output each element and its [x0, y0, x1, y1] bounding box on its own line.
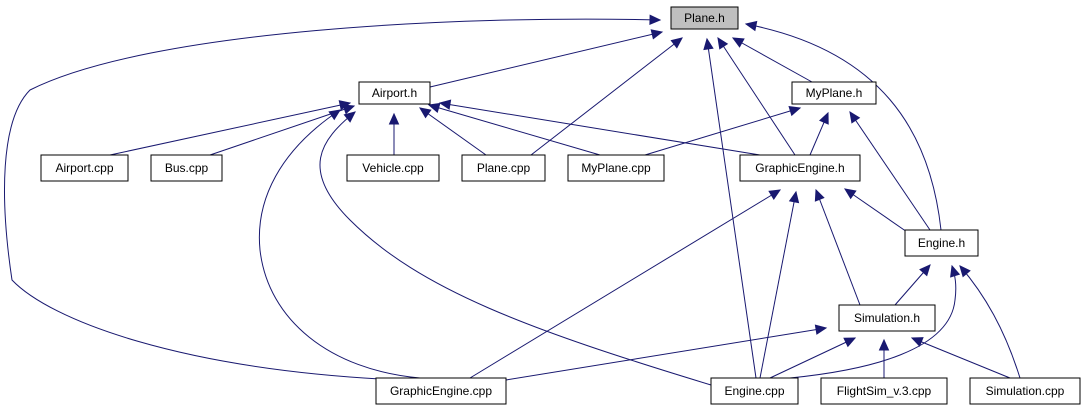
arrowhead-icon: [438, 99, 452, 110]
node-myplane-cpp[interactable]: MyPlane.cpp: [567, 154, 665, 182]
arrowhead-icon: [427, 102, 441, 114]
arrowhead-icon: [744, 20, 758, 32]
edge-engine_cpp-to-graphicengine_h: [759, 191, 797, 379]
arrowhead-icon: [950, 264, 961, 278]
arrowhead-icon: [814, 188, 825, 202]
arrowhead-icon: [959, 265, 971, 278]
nodes-layer: Plane.h Airport.h MyPlane.h Airport.cpp …: [40, 6, 1081, 405]
arrowhead-icon: [788, 190, 800, 204]
node-bus-cpp[interactable]: Bus.cpp: [150, 154, 223, 182]
arrowhead-icon: [343, 111, 356, 123]
edge-graphicengine_cpp-to-plane_h: [4, 18, 661, 381]
node-label: Engine.cpp: [724, 384, 784, 398]
edges-layer: [4, 14, 1021, 386]
edge-simulation_h-to-graphicengine_h: [815, 189, 861, 306]
edge-myplane_h-to-plane_h: [732, 37, 813, 83]
node-label: FlightSim_v.3.cpp: [837, 384, 932, 398]
node-label: Bus.cpp: [165, 161, 209, 175]
node-label: Plane.cpp: [477, 161, 531, 175]
arrowhead-icon: [843, 188, 857, 200]
node-label: MyPlane.cpp: [581, 161, 651, 175]
node-label: Simulation.cpp: [986, 384, 1065, 398]
arrowhead-icon: [878, 338, 890, 351]
node-label: Airport.cpp: [55, 161, 113, 175]
arrowhead-icon: [849, 110, 861, 124]
node-graphicengine-cpp[interactable]: GraphicEngine.cpp: [375, 377, 507, 405]
edge-engine_cpp-to-simulation_h: [769, 337, 856, 379]
edge-engine_h-to-graphicengine_h: [844, 188, 911, 235]
node-flightsim-cpp[interactable]: FlightSim_v.3.cpp: [820, 377, 948, 405]
edge-airport_cpp-to-airport_h: [109, 102, 351, 156]
edge-airport_h-to-plane_h: [429, 31, 663, 88]
node-vehicle-cpp[interactable]: Vehicle.cpp: [346, 154, 440, 182]
edge-plane_cpp-to-plane_h: [530, 37, 683, 156]
node-label: Simulation.h: [854, 311, 920, 325]
arrowhead-icon: [328, 109, 342, 121]
node-label: GraphicEngine.h: [755, 161, 844, 175]
arrowhead-icon: [717, 36, 729, 50]
node-engine-cpp[interactable]: Engine.cpp: [710, 377, 799, 405]
edge-myplane_cpp-to-airport_h: [428, 104, 601, 156]
arrowhead-icon: [703, 37, 714, 51]
edge-simulation_cpp-to-simulation_h: [911, 337, 1011, 379]
node-myplane-h[interactable]: MyPlane.h: [791, 81, 877, 105]
edge-engine_cpp-to-plane_h: [706, 38, 757, 379]
node-engine-h[interactable]: Engine.h: [904, 229, 979, 257]
edge-engine_h-to-myplane_h: [849, 111, 931, 231]
arrowhead-icon: [843, 337, 857, 348]
arrowhead-icon: [814, 324, 828, 335]
node-graphicengine-h[interactable]: GraphicEngine.h: [739, 154, 861, 182]
node-label: Airport.h: [372, 86, 417, 100]
node-label: MyPlane.h: [806, 86, 863, 100]
node-simulation-cpp[interactable]: Simulation.cpp: [969, 377, 1081, 405]
node-plane-h[interactable]: Plane.h: [670, 6, 739, 30]
node-label: Vehicle.cpp: [362, 161, 424, 175]
node-label: Engine.h: [918, 236, 965, 250]
arrowhead-icon: [388, 112, 400, 125]
arrowhead-icon: [768, 189, 782, 200]
arrowhead-icon: [650, 29, 664, 40]
node-airport-cpp[interactable]: Airport.cpp: [40, 154, 129, 182]
edge-myplane_cpp-to-myplane_h: [644, 107, 801, 156]
arrowhead-icon: [419, 107, 432, 119]
edge-graphicengine_cpp-to-graphicengine_h: [469, 189, 781, 379]
node-label: GraphicEngine.cpp: [390, 384, 492, 398]
edge-engine_cpp-to-engine_h: [789, 265, 957, 379]
arrowhead-icon: [788, 106, 802, 117]
edge-engine_cpp-to-airport_h: [319, 111, 712, 386]
edge-graphicengine_cpp-to-airport_h: [258, 109, 421, 379]
arrowhead-icon: [819, 111, 829, 125]
edge-graphicengine_cpp-to-simulation_h: [505, 327, 827, 381]
node-plane-cpp[interactable]: Plane.cpp: [461, 154, 546, 182]
node-simulation-h[interactable]: Simulation.h: [838, 304, 936, 332]
edge-simulation_cpp-to-engine_h: [959, 265, 1021, 379]
arrowhead-icon: [342, 104, 356, 115]
edge-graphicengine_h-to-airport_h: [439, 102, 761, 156]
arrowhead-icon: [649, 14, 662, 26]
arrowhead-icon: [910, 337, 924, 347]
arrowhead-icon: [670, 37, 683, 49]
edge-graphicengine_h-to-plane_h: [717, 37, 796, 156]
edge-bus_cpp-to-airport_h: [209, 105, 355, 156]
arrowhead-icon: [919, 264, 931, 277]
node-airport-h[interactable]: Airport.h: [358, 81, 431, 105]
node-label: Plane.h: [684, 11, 725, 25]
edge-engine_h-to-plane_h: [745, 23, 942, 231]
arrowhead-icon: [731, 37, 745, 48]
edge-plane_cpp-to-airport_h: [419, 107, 487, 156]
